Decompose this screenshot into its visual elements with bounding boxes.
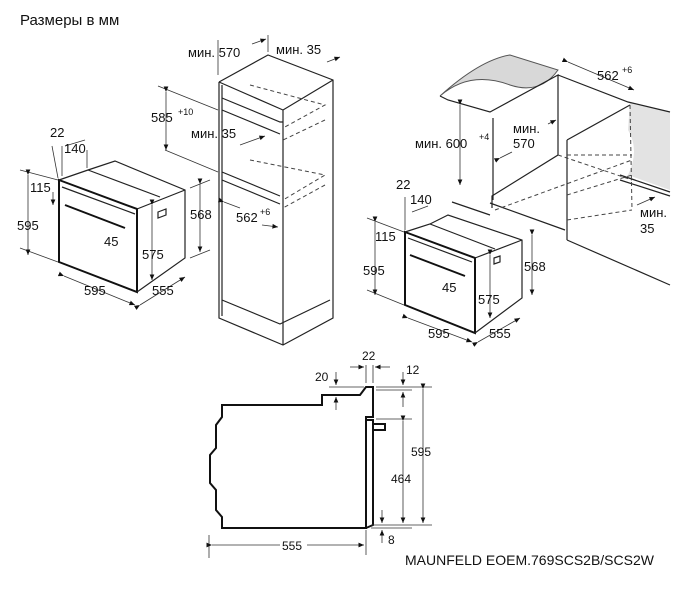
side-view-dimensions: 22 20 12 595 464 8 555: [206, 349, 432, 558]
shelf-gap-min: мин. 35: [191, 126, 236, 141]
oven-left-dimensions: 22 140 115 595 568 45 575 595 555: [17, 125, 212, 310]
counter-niche-depth: 562: [597, 68, 619, 83]
dim-140: 140: [64, 141, 86, 156]
dim-568-right: 568: [524, 259, 546, 274]
dim-568: 568: [190, 207, 212, 222]
dim-115: 115: [30, 180, 51, 195]
side-dim-12: 12: [406, 363, 420, 377]
dim-140-right: 140: [410, 192, 432, 207]
counter-vent-min-label: мин.: [640, 205, 667, 220]
tall-vent-min: мин. 35: [276, 42, 321, 57]
diagram-title: Размеры в мм: [20, 12, 120, 29]
oven-right-drawing: [404, 214, 523, 335]
niche-height: 585: [151, 110, 173, 125]
counter-height-tol: +4: [479, 132, 489, 142]
dim-595-height-right: 595: [363, 263, 385, 278]
under-counter-dimensions: 562 +6 мин. 600 +4 мин. 570 мин. 35: [415, 57, 667, 236]
counter-width-min-value: 570: [513, 136, 535, 151]
dim-595-width-right: 595: [428, 326, 450, 341]
counter-width-min-label: мин.: [513, 121, 540, 136]
dim-22-right: 22: [396, 177, 410, 192]
dim-595-width: 595: [84, 283, 106, 298]
dim-115-right: 115: [375, 229, 396, 244]
niche-height-tol: +10: [178, 107, 193, 117]
side-dim-595: 595: [411, 445, 431, 459]
under-counter-drawing: [439, 54, 671, 286]
niche-depth-tol: +6: [260, 207, 270, 217]
dim-45: 45: [104, 234, 118, 249]
side-dim-22: 22: [362, 349, 376, 363]
counter-vent-min-value: 35: [640, 221, 654, 236]
tall-cabinet-dimensions: мин. 570 мин. 35 585 +10 мин. 35 562 +6: [151, 35, 341, 229]
dim-555-right: 555: [489, 326, 511, 341]
side-dim-464: 464: [391, 472, 411, 486]
oven-left-drawing: [58, 160, 186, 294]
side-dim-20: 20: [315, 370, 329, 384]
counter-niche-depth-tol: +6: [622, 65, 632, 75]
side-dim-555: 555: [282, 539, 302, 553]
counter-height-min: мин. 600: [415, 136, 467, 151]
dim-575-right: 575: [478, 292, 500, 307]
dim-595-height: 595: [17, 218, 39, 233]
oven-right-dimensions: 22 140 115 595 568 45 575 595 555: [363, 177, 546, 347]
dim-575: 575: [142, 247, 164, 262]
dim-45-right: 45: [442, 280, 456, 295]
dim-555: 555: [152, 283, 174, 298]
model-name: MAUNFELD EOEM.769SCS2B/SCS2W: [405, 552, 654, 568]
side-dim-8: 8: [388, 533, 395, 547]
tall-width-min: мин. 570: [188, 45, 240, 60]
dim-22: 22: [50, 125, 64, 140]
side-view-drawing: [209, 386, 386, 529]
tall-cabinet-drawing: [218, 54, 334, 346]
niche-depth: 562: [236, 210, 258, 225]
